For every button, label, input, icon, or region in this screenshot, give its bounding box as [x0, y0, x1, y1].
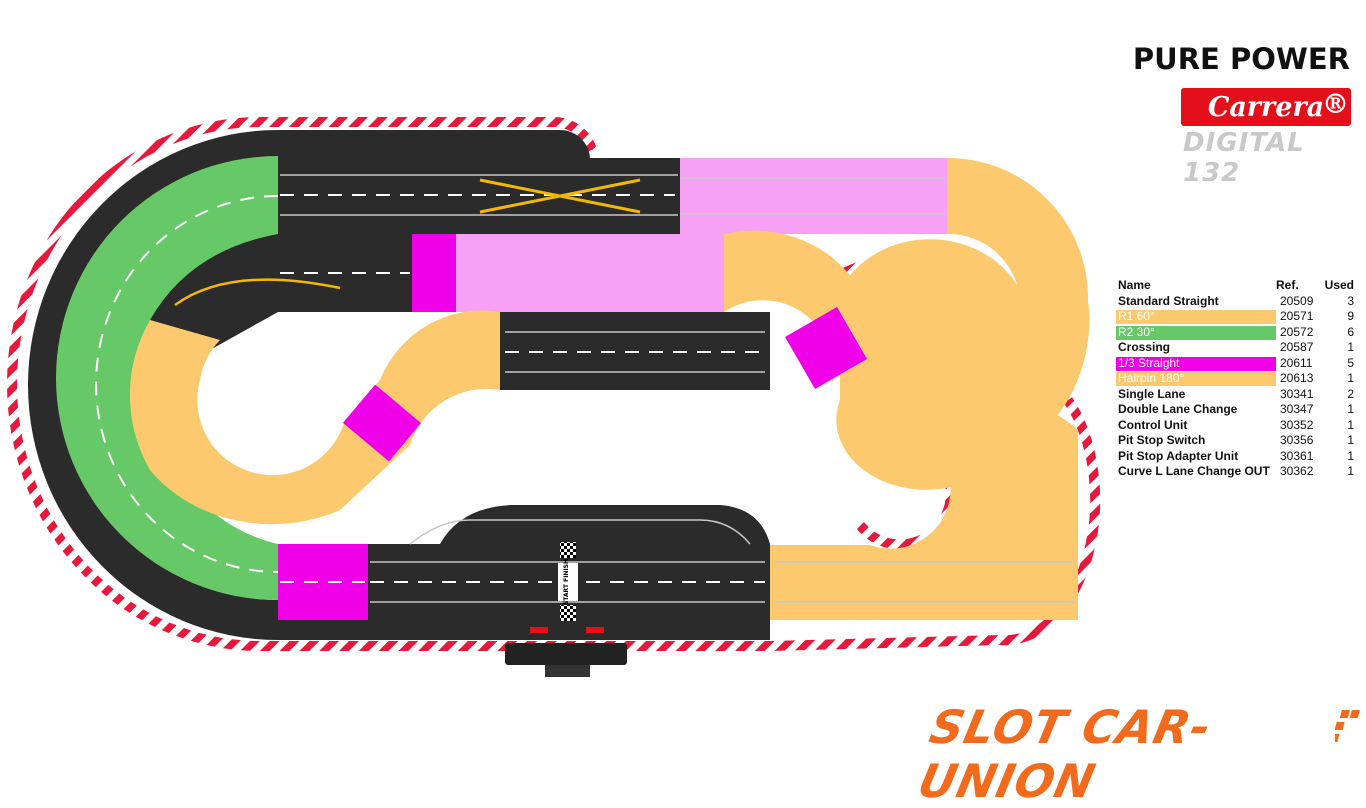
parts-color-swatch — [1116, 356, 1276, 371]
parts-used: 1 — [1347, 417, 1354, 432]
parts-row: Double Lane Change 30347 1 — [1116, 402, 1358, 418]
track-r1-inner-loop — [129, 310, 500, 525]
parts-name: Double Lane Change — [1118, 402, 1238, 416]
parts-color-swatch — [1116, 372, 1276, 386]
track-r2-curves — [56, 156, 278, 600]
track-r1-right-big — [947, 157, 1090, 460]
parts-used: 1 — [1347, 433, 1354, 447]
parts-row: Standard Straight 20509 3 — [1116, 294, 1358, 310]
track-third-straight-3 — [785, 307, 867, 389]
parts-used: 3 — [1347, 293, 1354, 308]
parts-ref: 30361 — [1280, 448, 1314, 463]
track-bottom-straight — [278, 505, 770, 640]
parts-name: Standard Straight — [1118, 293, 1219, 308]
set-title: PURE POWER — [1132, 42, 1350, 76]
parts-list-header: Name Ref. Used — [1116, 278, 1358, 294]
parts-row: Single Lane 30341 2 — [1116, 387, 1358, 403]
parts-ref: 20587 — [1280, 340, 1314, 354]
parts-ref: 30341 — [1280, 386, 1314, 401]
slot-car-union-logo: SLOT CAR-UNION — [913, 700, 1217, 808]
parts-list-rows: Standard Straight 20509 3 R1 60° 20571 9 R2 30… — [1116, 294, 1358, 480]
curb-top — [278, 117, 597, 152]
parts-row: Control Unit 30352 1 — [1116, 418, 1358, 434]
parts-row: Hairpin 180° 20613 1 — [1116, 371, 1358, 387]
parts-ref: 20613 — [1280, 371, 1314, 385]
track-third-straight-2 — [342, 384, 422, 462]
parts-name: R2 30° — [1118, 324, 1155, 339]
registered-icon: ® — [1322, 89, 1349, 120]
parts-used: 1 — [1347, 402, 1354, 416]
controller-badge-2 — [586, 627, 604, 633]
parts-used: 1 — [1347, 464, 1354, 478]
parts-used: 1 — [1347, 448, 1354, 463]
carrera-logo: Carrera ® — [1181, 88, 1351, 126]
control-unit-base — [545, 665, 590, 677]
parts-ref: 30362 — [1280, 464, 1314, 478]
parts-ref: 20572 — [1280, 324, 1314, 339]
checkered-flag-top — [560, 542, 576, 558]
parts-used: 9 — [1347, 309, 1354, 323]
parts-row: R1 60° 20571 9 — [1116, 309, 1358, 325]
parts-row: Pit Stop Switch 30356 1 — [1116, 433, 1358, 449]
header-name: Name — [1118, 278, 1151, 292]
parts-color-swatch — [1116, 310, 1276, 324]
parts-row: Curve L Lane Change OUT 30362 1 — [1116, 464, 1358, 480]
parts-name: Control Unit — [1118, 417, 1188, 432]
parts-used: 1 — [1347, 340, 1354, 354]
parts-row: 1/3 Straight 20611 5 — [1116, 356, 1358, 372]
parts-used: 1 — [1347, 371, 1354, 385]
start-finish-box — [558, 563, 578, 601]
parts-used: 5 — [1347, 355, 1354, 370]
parts-row: Crossing 20587 1 — [1116, 340, 1358, 356]
parts-name: Curve L Lane Change OUT — [1118, 464, 1270, 478]
parts-ref: 30352 — [1280, 417, 1314, 432]
start-finish-label: START FINISH — [563, 559, 570, 605]
track-crossing — [680, 158, 947, 234]
track-layout-diagram: START FINISH — [7, 117, 1101, 677]
parts-name: R1 60° — [1118, 309, 1155, 323]
parts-ref: 20611 — [1280, 355, 1313, 370]
track-crossing-2 — [456, 234, 724, 312]
parts-ref: 30356 — [1280, 433, 1314, 447]
parts-ref: 30347 — [1280, 402, 1314, 416]
control-unit — [505, 643, 627, 665]
parts-used: 6 — [1347, 324, 1354, 339]
curb-left — [7, 117, 278, 651]
parts-name: Single Lane — [1118, 386, 1186, 401]
parts-name: Hairpin 180° — [1118, 371, 1185, 385]
track-outer-left-asphalt — [28, 130, 278, 640]
track-third-straight-1 — [412, 234, 456, 312]
track-r1-right-lower — [770, 398, 1078, 620]
track-second-straight — [150, 234, 412, 350]
parts-name: Pit Stop Switch — [1118, 433, 1206, 447]
logo-speed-dots — [1335, 710, 1360, 742]
lane-change-marking — [479, 178, 641, 214]
parts-color-swatch — [1116, 325, 1276, 340]
parts-ref: 20571 — [1280, 309, 1314, 323]
curb-right — [769, 397, 1101, 651]
parts-row: Pit Stop Adapter Unit 30361 1 — [1116, 449, 1358, 465]
track-top-straight — [278, 129, 680, 234]
header-used: Used — [1324, 278, 1354, 292]
parts-name: Crossing — [1118, 340, 1171, 354]
checkered-flag-bottom — [560, 605, 576, 621]
header-ref: Ref. — [1276, 278, 1299, 292]
rails — [280, 174, 1075, 603]
parts-name: Pit Stop Adapter Unit — [1118, 448, 1239, 463]
parts-ref: 20509 — [1280, 293, 1314, 308]
digital-system-label: DIGITAL 132 — [1183, 128, 1305, 188]
carrera-logo-text: Carrera — [1207, 91, 1325, 123]
parts-used: 2 — [1347, 386, 1354, 401]
parts-name: 1/3 Straight — [1118, 355, 1180, 370]
track-r1-s-curve — [724, 230, 860, 390]
lane-change-curve-marking — [174, 278, 341, 307]
parts-row: R2 30° 20572 6 — [1116, 325, 1358, 341]
controller-badge-1 — [530, 627, 548, 633]
